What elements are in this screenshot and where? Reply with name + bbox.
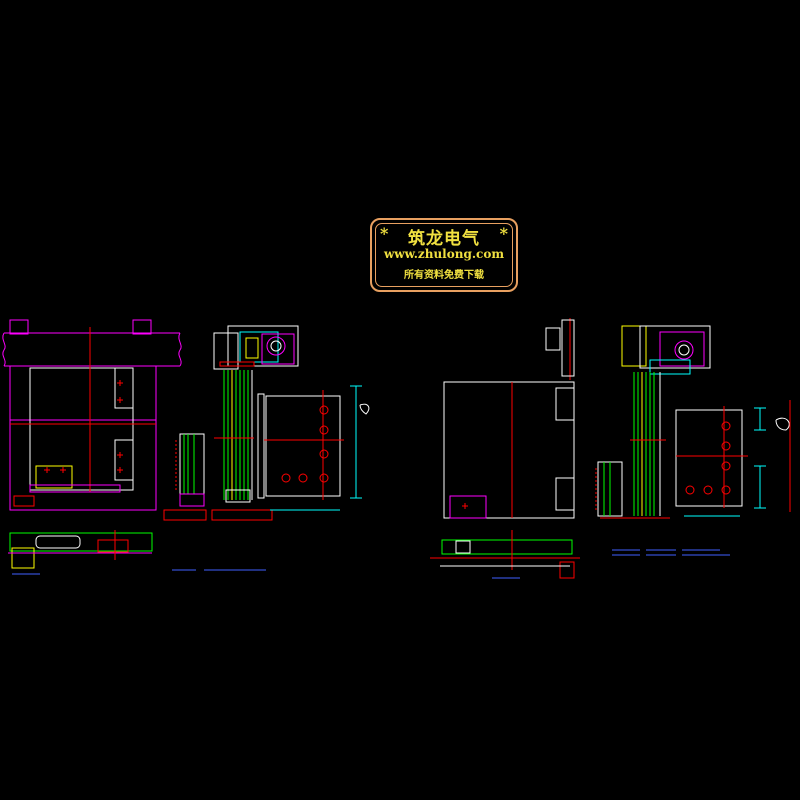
right-hole-panel <box>675 400 791 517</box>
left-door-elevation <box>2 319 182 575</box>
left-vertical-section <box>163 325 299 571</box>
stamp-title: 筑龙电气 <box>408 229 480 249</box>
stamp-note: 所有资料免费下载 <box>404 270 484 281</box>
star-left-icon: * <box>380 224 389 243</box>
left-hole-panel <box>257 385 370 511</box>
annotation-lines <box>612 549 730 556</box>
watermark-stamp: * * 筑龙电气 www.zhulong.com 所有资料免费下载 <box>370 218 518 292</box>
stamp-url: www.zhulong.com <box>383 247 505 261</box>
stamp-inner-border <box>375 223 513 287</box>
star-right-icon: * <box>499 224 508 243</box>
right-vertical-section <box>595 325 711 519</box>
right-door-elevation <box>430 318 580 579</box>
